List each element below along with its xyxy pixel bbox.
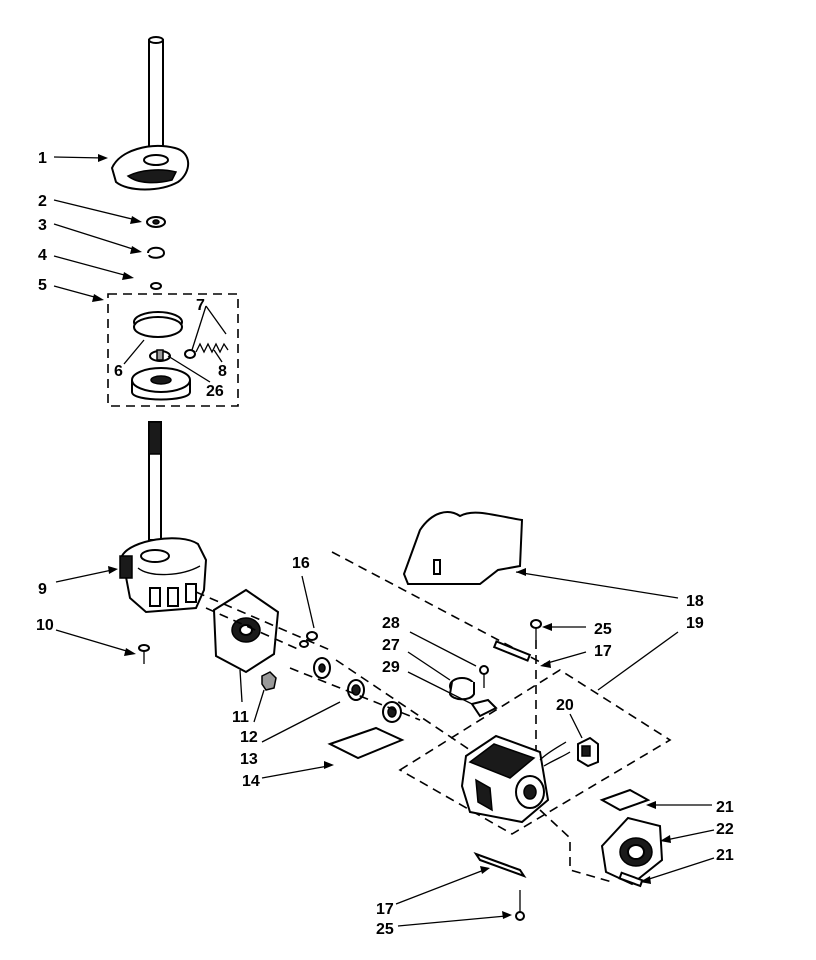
callout-12: 12 <box>240 729 258 746</box>
part-14-cover-plate <box>327 726 405 760</box>
part-17-clip-lower <box>473 852 527 878</box>
callout-8: 8 <box>218 363 227 380</box>
agitator-shaft <box>148 421 162 541</box>
part-12-nut <box>261 671 277 691</box>
callout-19: 19 <box>686 615 704 632</box>
dashed-axis-3 <box>289 667 421 721</box>
callout-7: 7 <box>196 297 205 314</box>
callout-25-upper: 25 <box>594 621 612 638</box>
part-5-clutch-kit-box <box>107 293 239 407</box>
callout-11: 11 <box>232 709 249 726</box>
callout-25-lower: 25 <box>376 921 394 938</box>
callout-14: 14 <box>242 773 260 790</box>
part-8-pin <box>184 349 196 359</box>
part-21-clip-lower <box>618 871 644 888</box>
dashed-rod <box>331 551 541 663</box>
part-4-clip <box>150 282 162 290</box>
callout-22: 22 <box>716 821 734 838</box>
part-25-screw-upper <box>530 619 542 640</box>
part-21-clip-upper <box>599 788 651 812</box>
part-16-plug-b <box>299 640 309 648</box>
callout-17-lower: 17 <box>376 901 394 918</box>
callout-2: 2 <box>38 193 47 210</box>
part-2-washer <box>146 216 166 228</box>
callout-5: 5 <box>38 277 47 294</box>
part-17-clip-upper <box>492 640 532 662</box>
callout-labels: 1 2 3 4 5 6 7 8 26 9 10 11 12 13 14 16 1… <box>36 150 734 938</box>
callout-26: 26 <box>206 383 224 400</box>
part-20-connector <box>577 736 599 768</box>
callout-13: 13 <box>240 751 258 768</box>
drive-motor <box>460 734 571 824</box>
part-16-plug <box>306 631 318 641</box>
dashed-pump-axis <box>539 809 613 883</box>
part-26-clutch-hub <box>149 349 171 362</box>
dashed-axis-2 <box>205 607 301 651</box>
part-10-screw <box>138 644 150 664</box>
callout-20: 20 <box>556 697 574 714</box>
clutch-drum <box>131 367 191 401</box>
callout-17-upper: 17 <box>594 643 612 660</box>
leader-lines <box>53 154 715 927</box>
callout-21-lower: 21 <box>716 847 734 864</box>
dashed-axis-1 <box>195 591 331 651</box>
part-28-screw <box>479 665 489 688</box>
part-11-gearcase-cover <box>212 588 280 674</box>
callout-29: 29 <box>382 659 400 676</box>
callout-1: 1 <box>38 150 47 167</box>
shield-slot <box>433 559 441 575</box>
spin-tube-collar <box>143 154 169 166</box>
dashed-axis-4 <box>335 659 471 751</box>
part-18-motor-shield <box>402 511 524 585</box>
spin-tube <box>148 39 164 161</box>
part-6-clutch-band <box>133 311 183 338</box>
part-1-spin-tube-assembly <box>110 36 190 191</box>
callout-27: 27 <box>382 637 400 654</box>
callout-4: 4 <box>38 247 47 264</box>
callout-18: 18 <box>686 593 704 610</box>
part-25-screw-lower <box>515 890 525 921</box>
part-7-spring <box>195 342 229 354</box>
callout-21-upper: 21 <box>716 799 734 816</box>
part-27-capacitor <box>448 677 475 701</box>
callout-16: 16 <box>292 555 310 572</box>
callout-6: 6 <box>114 363 123 380</box>
callout-28: 28 <box>382 615 400 632</box>
part-29-bracket <box>470 698 498 718</box>
spin-tube-top <box>148 36 164 44</box>
callout-10: 10 <box>36 617 54 634</box>
part-22-pump <box>600 816 664 886</box>
callout-9: 9 <box>38 581 47 598</box>
spin-housing-cam <box>126 169 178 184</box>
callout-3: 3 <box>38 217 47 234</box>
part-9-gearcase <box>119 537 208 614</box>
part-3-retaining-ring <box>147 246 166 259</box>
gearcase-tab <box>119 555 133 579</box>
